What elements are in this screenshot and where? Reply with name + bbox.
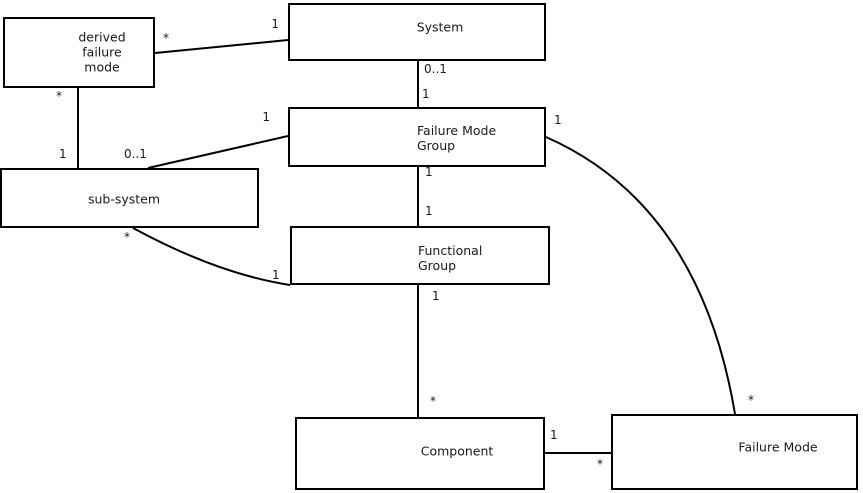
multiplicity-subsystem-fmg-near-subsystem: 0..1: [124, 147, 147, 161]
node-label-system: System: [416, 19, 464, 35]
multiplicity-fmg-failuremode-near-fmg: 1: [554, 113, 562, 127]
edge-failure-mode-group-to-failure-mode: [545, 136, 736, 415]
edge-sub-system-to-failure-mode-group: [147, 135, 289, 169]
multiplicity-dfm-subsystem-near-dfm: *: [56, 89, 62, 103]
multiplicity-subsystem-fg-near-subsystem: *: [124, 230, 130, 244]
multiplicity-dfm-system-near-dfm: *: [163, 31, 169, 45]
multiplicity-system-fmg-near-system: 0..1: [424, 62, 447, 76]
node-component[interactable]: [295, 417, 545, 490]
multiplicity-fg-component-near-fg: 1: [432, 289, 440, 303]
edge-derived-failure-mode-to-system: [154, 39, 289, 54]
node-label-functional-group: Functional Group: [418, 243, 483, 273]
multiplicity-system-fmg-near-fmg: 1: [422, 87, 430, 101]
multiplicity-component-failuremode-near-component: 1: [550, 428, 558, 442]
node-derived-failure-mode[interactable]: [3, 17, 155, 88]
edge-sub-system-to-functional-group: [132, 227, 291, 286]
multiplicity-fmg-fg-near-fg: 1: [425, 204, 433, 218]
node-label-component: Component: [420, 443, 494, 459]
node-functional-group[interactable]: [290, 226, 550, 285]
multiplicity-component-failuremode-near-failuremode: *: [597, 457, 603, 471]
node-failure-mode-group[interactable]: [288, 107, 546, 167]
multiplicity-dfm-system-near-system: 1: [271, 17, 279, 31]
multiplicity-dfm-subsystem-near-subsystem: 1: [59, 147, 67, 161]
multiplicity-subsystem-fg-near-fg: 1: [272, 268, 280, 282]
multiplicity-fg-component-near-component: *: [430, 394, 436, 408]
node-label-failure-mode: Failure Mode: [738, 439, 818, 455]
node-sub-system[interactable]: [0, 168, 259, 228]
node-failure-mode[interactable]: [611, 414, 858, 490]
multiplicity-fmg-failuremode-near-failuremode: *: [748, 393, 754, 407]
node-label-derived-failure-mode: derived failure mode: [78, 29, 126, 75]
multiplicity-fmg-fg-near-fmg: 1: [425, 165, 433, 179]
node-label-sub-system: sub-system: [87, 191, 161, 207]
node-label-failure-mode-group: Failure Mode Group: [417, 123, 497, 153]
multiplicity-subsystem-fmg-near-fmg: 1: [262, 110, 270, 124]
node-system[interactable]: [288, 3, 546, 61]
